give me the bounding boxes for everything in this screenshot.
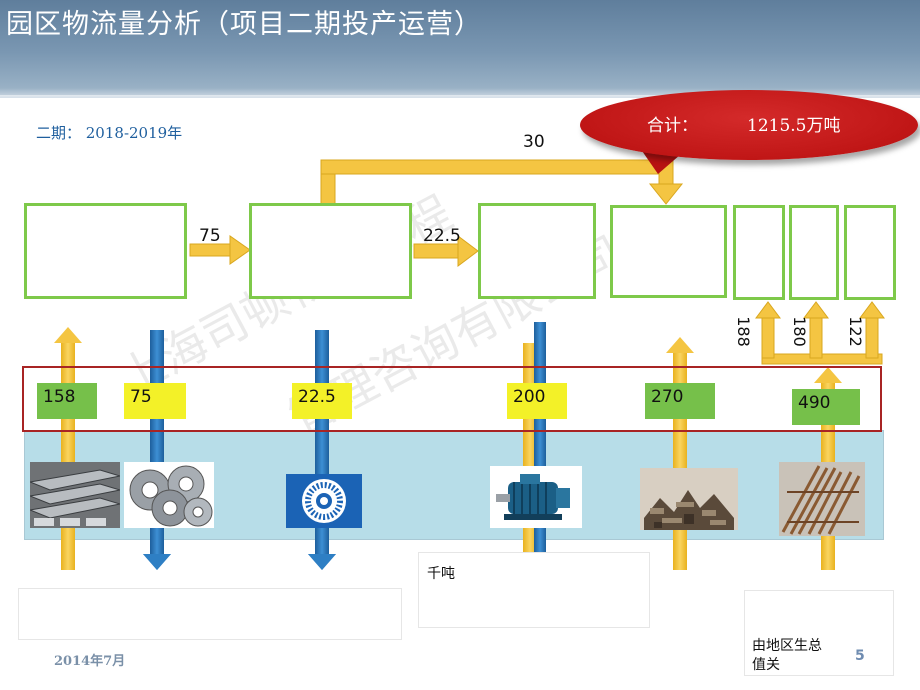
arrow-box2-to-box3 (413, 235, 479, 267)
header-shine (0, 88, 920, 98)
right-note: 由地区生总值关 (752, 638, 822, 673)
slide-date: 2014年7月 (54, 654, 126, 669)
steel-billets-icon (30, 462, 120, 528)
output-1-label: 188 (733, 316, 753, 347)
note-box-center (418, 552, 650, 628)
output-2-label: 180 (789, 316, 809, 347)
rebar-bundle-icon (779, 462, 865, 536)
values-frame (22, 366, 882, 432)
value-box-3: 22.5 (292, 383, 352, 419)
process-box-1 (24, 203, 187, 299)
note-box-left (18, 588, 402, 640)
value-box-5: 270 (645, 383, 715, 419)
top-loop-label: 30 (523, 132, 545, 152)
process-box-3 (478, 203, 596, 299)
value-box-2: 75 (124, 383, 186, 419)
scrap-metal-icon (640, 468, 738, 530)
arrow-2-label: 22.5 (423, 226, 461, 246)
total-value: 1215.5万吨 (747, 116, 841, 136)
output-box-1 (733, 205, 785, 300)
process-box-2 (249, 203, 412, 299)
arrow-1-label: 75 (199, 226, 221, 246)
value-box-6: 490 (792, 389, 860, 425)
total-label: 合计： (647, 116, 698, 136)
arrow-box1-to-box2 (189, 235, 251, 265)
process-box-4 (610, 205, 727, 298)
phase-subtitle: 二期： 2018-2019年 (36, 124, 183, 142)
output-3-label: 122 (845, 316, 865, 347)
total-callout (580, 90, 918, 160)
cutting-disc-icon (286, 474, 362, 528)
steel-coils-icon (124, 462, 214, 528)
top-loop-arrow (320, 159, 684, 206)
unit-note: 千吨 (427, 566, 455, 582)
output-box-3 (844, 205, 896, 300)
value-box-1: 158 (37, 383, 97, 419)
slide-title: 园区物流量分析（项目二期投产运营） (6, 9, 482, 40)
note-box-right (744, 590, 894, 676)
output-box-2 (789, 205, 839, 300)
page-number: 5 (855, 648, 865, 664)
output-manifold (755, 301, 885, 365)
slide-header (0, 0, 920, 95)
value-box-4: 200 (507, 383, 567, 419)
electric-motor-icon (490, 466, 582, 528)
